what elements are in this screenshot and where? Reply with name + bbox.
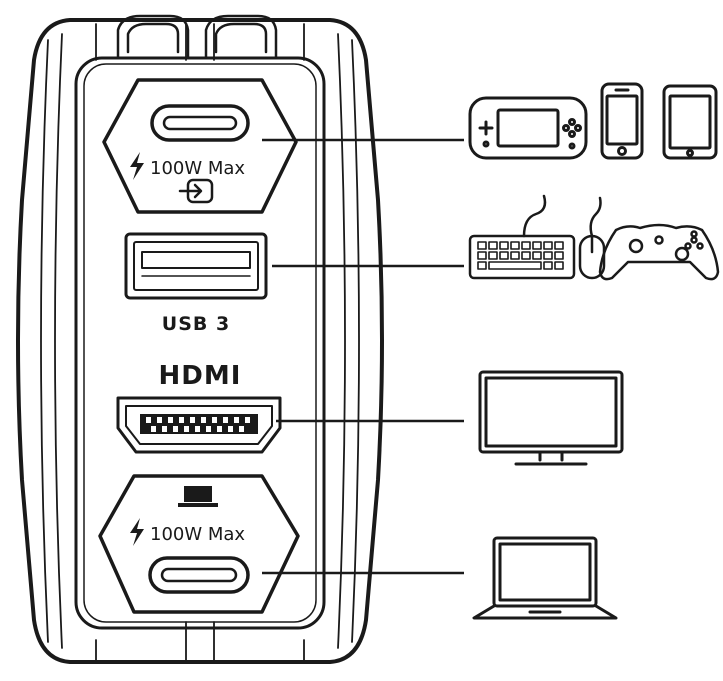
monitor-icon	[478, 370, 624, 466]
usb-a-label: USB 3	[162, 313, 230, 335]
tablet-icon	[662, 84, 718, 160]
smartphone-icon	[600, 82, 644, 160]
hub-body: 100W Max USB 3 HDMI	[16, 14, 384, 664]
usb-c-input-power-label: 100W Max	[150, 158, 245, 179]
usb-c-laptop-power-label: 100W Max	[150, 524, 245, 545]
top-clips	[116, 14, 278, 60]
connection-lines	[262, 138, 464, 575]
hdmi-label: HDMI	[159, 361, 242, 391]
lightning-bolt-icon	[130, 152, 144, 180]
usb-a-port[interactable]	[124, 232, 268, 300]
keyboard-icon	[468, 194, 576, 280]
usb-c-port[interactable]	[148, 556, 250, 594]
usb-a-port-group: USB 3	[124, 232, 268, 335]
gamepad-icon	[598, 223, 720, 281]
power-input-icon	[178, 178, 214, 204]
lightning-bolt-icon	[130, 518, 144, 546]
hdmi-port-group: HDMI	[116, 361, 282, 454]
usb-c-port[interactable]	[150, 104, 250, 142]
hdmi-port[interactable]	[116, 396, 282, 454]
usb-c-laptop-port-group: 100W Max	[98, 474, 300, 614]
usb-c-input-port-group: 100W Max	[102, 78, 298, 214]
laptop-icon	[472, 536, 618, 620]
handheld-console-icon	[468, 96, 588, 160]
laptop-small-icon	[178, 486, 218, 507]
